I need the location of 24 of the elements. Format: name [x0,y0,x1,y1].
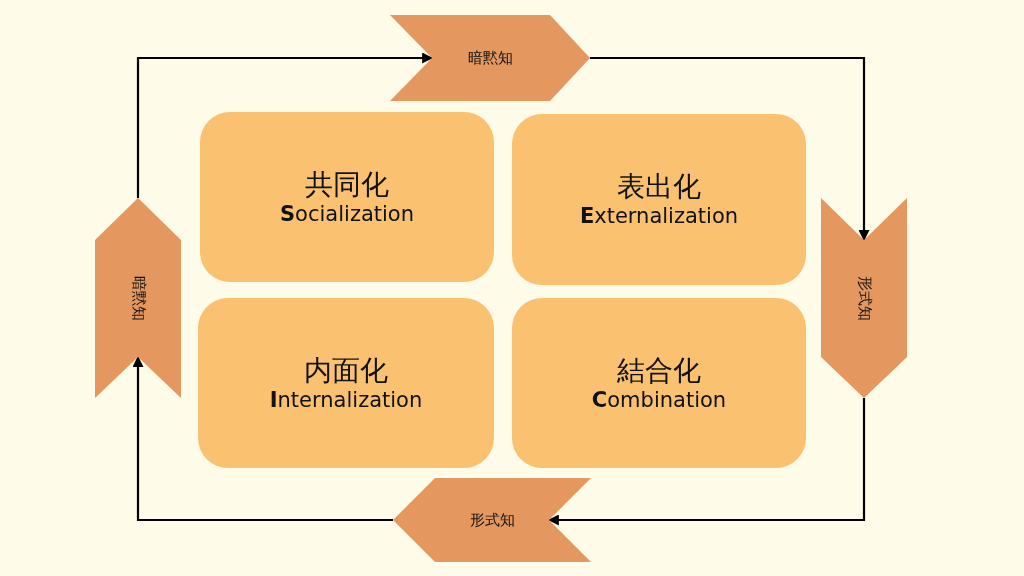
stage-title: 結合化 [617,352,701,388]
rounded-box [512,114,806,285]
stage-title: 内面化 [304,352,388,388]
stage-subtitle: Combination [591,387,727,414]
stage-title: 共同化 [305,166,389,202]
rounded-box [512,298,806,468]
chevron-label: 暗黙知 [128,275,148,321]
stage-subtitle: Socialization [280,201,414,228]
chevron-arrow [821,198,907,398]
chevron-label: 形式知 [469,510,515,530]
chevron-arrow [390,15,590,101]
chevron-label: 暗黙知 [467,48,513,68]
rounded-box [200,112,494,282]
arrow [136,52,434,198]
chevron-arrow [95,198,181,398]
arrow [590,56,870,242]
arrow [547,398,866,526]
rounded-box [198,298,494,468]
stage-subtitle: Externalization [579,204,739,230]
stage-subtitle: Internalization [269,387,423,414]
stage-title: 表出化 [617,169,701,205]
arrow [132,355,393,522]
chevron-label: 形式知 [854,275,874,321]
chevron-arrow [393,478,591,562]
